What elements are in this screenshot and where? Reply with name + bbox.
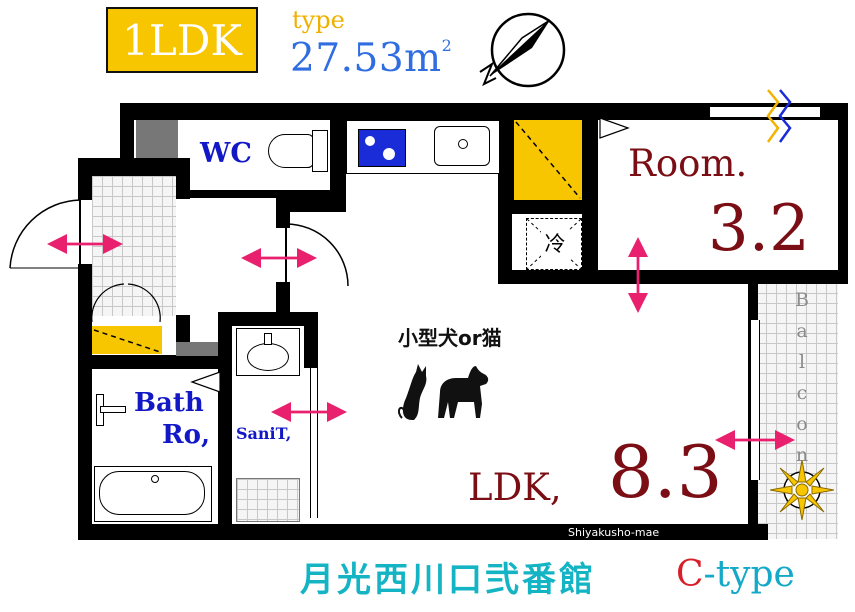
balcony-letter: l <box>798 351 806 373</box>
balcony-letter: a <box>796 320 808 342</box>
area-unit: 2 <box>441 36 453 55</box>
wall <box>276 282 290 312</box>
bathtub <box>94 466 212 522</box>
wall <box>218 312 318 326</box>
closet-diagonal <box>93 329 161 353</box>
room-door[interactable] <box>598 116 630 140</box>
entrance-door[interactable] <box>2 190 94 274</box>
bath-label-line1: Bath <box>134 388 204 418</box>
curtain-icon <box>766 89 792 143</box>
stove <box>358 129 406 167</box>
wall <box>838 103 848 283</box>
bath-label-line2: Ro, <box>162 420 211 450</box>
wall <box>78 158 190 176</box>
wc-label: WC <box>200 138 252 169</box>
pet-icon <box>398 364 489 420</box>
room-size: 3.2 <box>708 192 810 266</box>
balcony-area <box>756 283 838 539</box>
window <box>750 320 760 480</box>
toilet <box>268 130 328 172</box>
washbasin <box>236 328 300 376</box>
shower-tray <box>236 478 300 522</box>
building-name: 月光西川口弐番館 <box>300 560 596 600</box>
wall <box>498 200 598 214</box>
wall <box>582 103 598 283</box>
sanitary-label: SaniT, <box>236 424 292 443</box>
compass-icon <box>479 12 566 88</box>
wall <box>330 103 346 191</box>
fridge-label: 冷 <box>541 230 569 258</box>
wall <box>498 103 514 213</box>
area-value: 27.53m <box>290 36 442 81</box>
pet-note: 小型犬or猫 <box>398 326 502 350</box>
balcony-letter: n <box>795 444 809 466</box>
shower-faucet <box>100 406 126 413</box>
interior-door[interactable] <box>276 222 356 288</box>
wall <box>498 200 512 284</box>
floor-area: 27.53m2 <box>290 36 452 81</box>
wall <box>218 312 232 524</box>
fridge-space: 冷 <box>526 218 582 270</box>
wall <box>120 103 134 163</box>
wall <box>78 524 768 540</box>
wall <box>276 196 290 228</box>
unit-type-suffix: -type <box>703 554 795 595</box>
layout-badge: 1LDK <box>106 7 258 73</box>
window <box>310 368 318 518</box>
wall <box>78 264 92 540</box>
window <box>710 106 820 118</box>
balcony-letter: B <box>795 289 809 311</box>
wall <box>78 158 92 200</box>
wall <box>186 190 346 198</box>
sink <box>434 126 490 166</box>
wall <box>288 196 346 212</box>
balcony-letter: o <box>796 413 808 435</box>
wall <box>596 270 848 284</box>
type-label: type <box>292 6 345 34</box>
ldk-size: 8.3 <box>608 430 723 514</box>
unit-type-letter: C <box>676 554 704 595</box>
wall <box>120 103 838 120</box>
ac-unit-icon <box>770 460 834 521</box>
closet-doors[interactable] <box>88 280 164 326</box>
unit-type: C-type <box>676 554 795 595</box>
room-label: Room. <box>628 142 748 185</box>
pillar <box>136 120 178 158</box>
station-label: Shiyakusho-mae <box>568 526 660 539</box>
pillar <box>176 342 218 356</box>
wall <box>304 312 318 368</box>
wall <box>498 270 598 284</box>
bath-door[interactable] <box>190 370 222 394</box>
wall <box>92 355 224 369</box>
ldk-label: LDK, <box>468 466 562 509</box>
closet-small <box>92 326 162 354</box>
closet-diagonal <box>515 121 581 199</box>
balcony-letter: c <box>796 382 808 404</box>
